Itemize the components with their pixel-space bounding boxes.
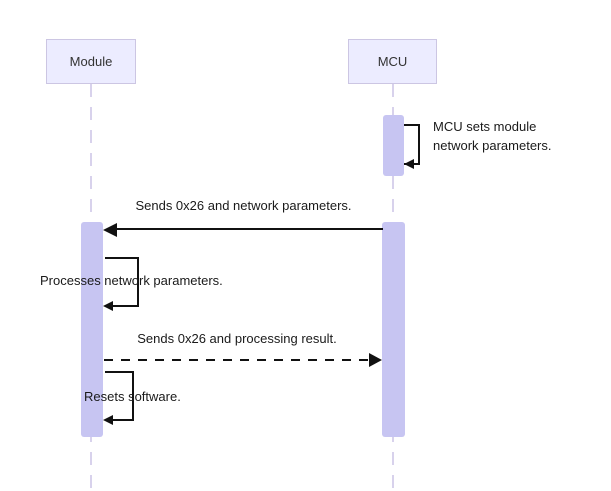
message-label-line1: MCU sets module [433, 119, 537, 134]
actor-box-module: Module [46, 39, 136, 84]
message-line-dashed [104, 359, 370, 361]
arrowhead-left-icon [404, 159, 414, 169]
message-label-mcu-self: MCU sets module network parameters. [433, 117, 552, 155]
message-label-module-self-2: Resets software. [84, 389, 181, 404]
activation-bar-mcu-1 [383, 115, 404, 176]
arrowhead-left-icon [103, 415, 113, 425]
message-line-solid [112, 228, 383, 230]
arrowhead-left-icon [103, 223, 117, 237]
message-label-module-self-1: Processes network parameters. [40, 273, 223, 288]
arrowhead-left-icon [103, 301, 113, 311]
self-message-loop-module-1 [105, 257, 139, 307]
message-label-dashed-arrow: Sends 0x26 and processing result. [137, 331, 337, 346]
actor-label-module: Module [69, 54, 113, 69]
self-message-loop-module-2 [105, 371, 134, 421]
actor-box-mcu: MCU [348, 39, 437, 84]
message-label-solid-arrow: Sends 0x26 and network parameters. [135, 198, 352, 213]
actor-label-mcu: MCU [377, 54, 408, 69]
message-label-line2: network parameters. [433, 138, 552, 153]
activation-bar-mcu-2 [382, 222, 405, 437]
activation-bar-module [81, 222, 103, 437]
arrowhead-right-icon [369, 353, 382, 367]
